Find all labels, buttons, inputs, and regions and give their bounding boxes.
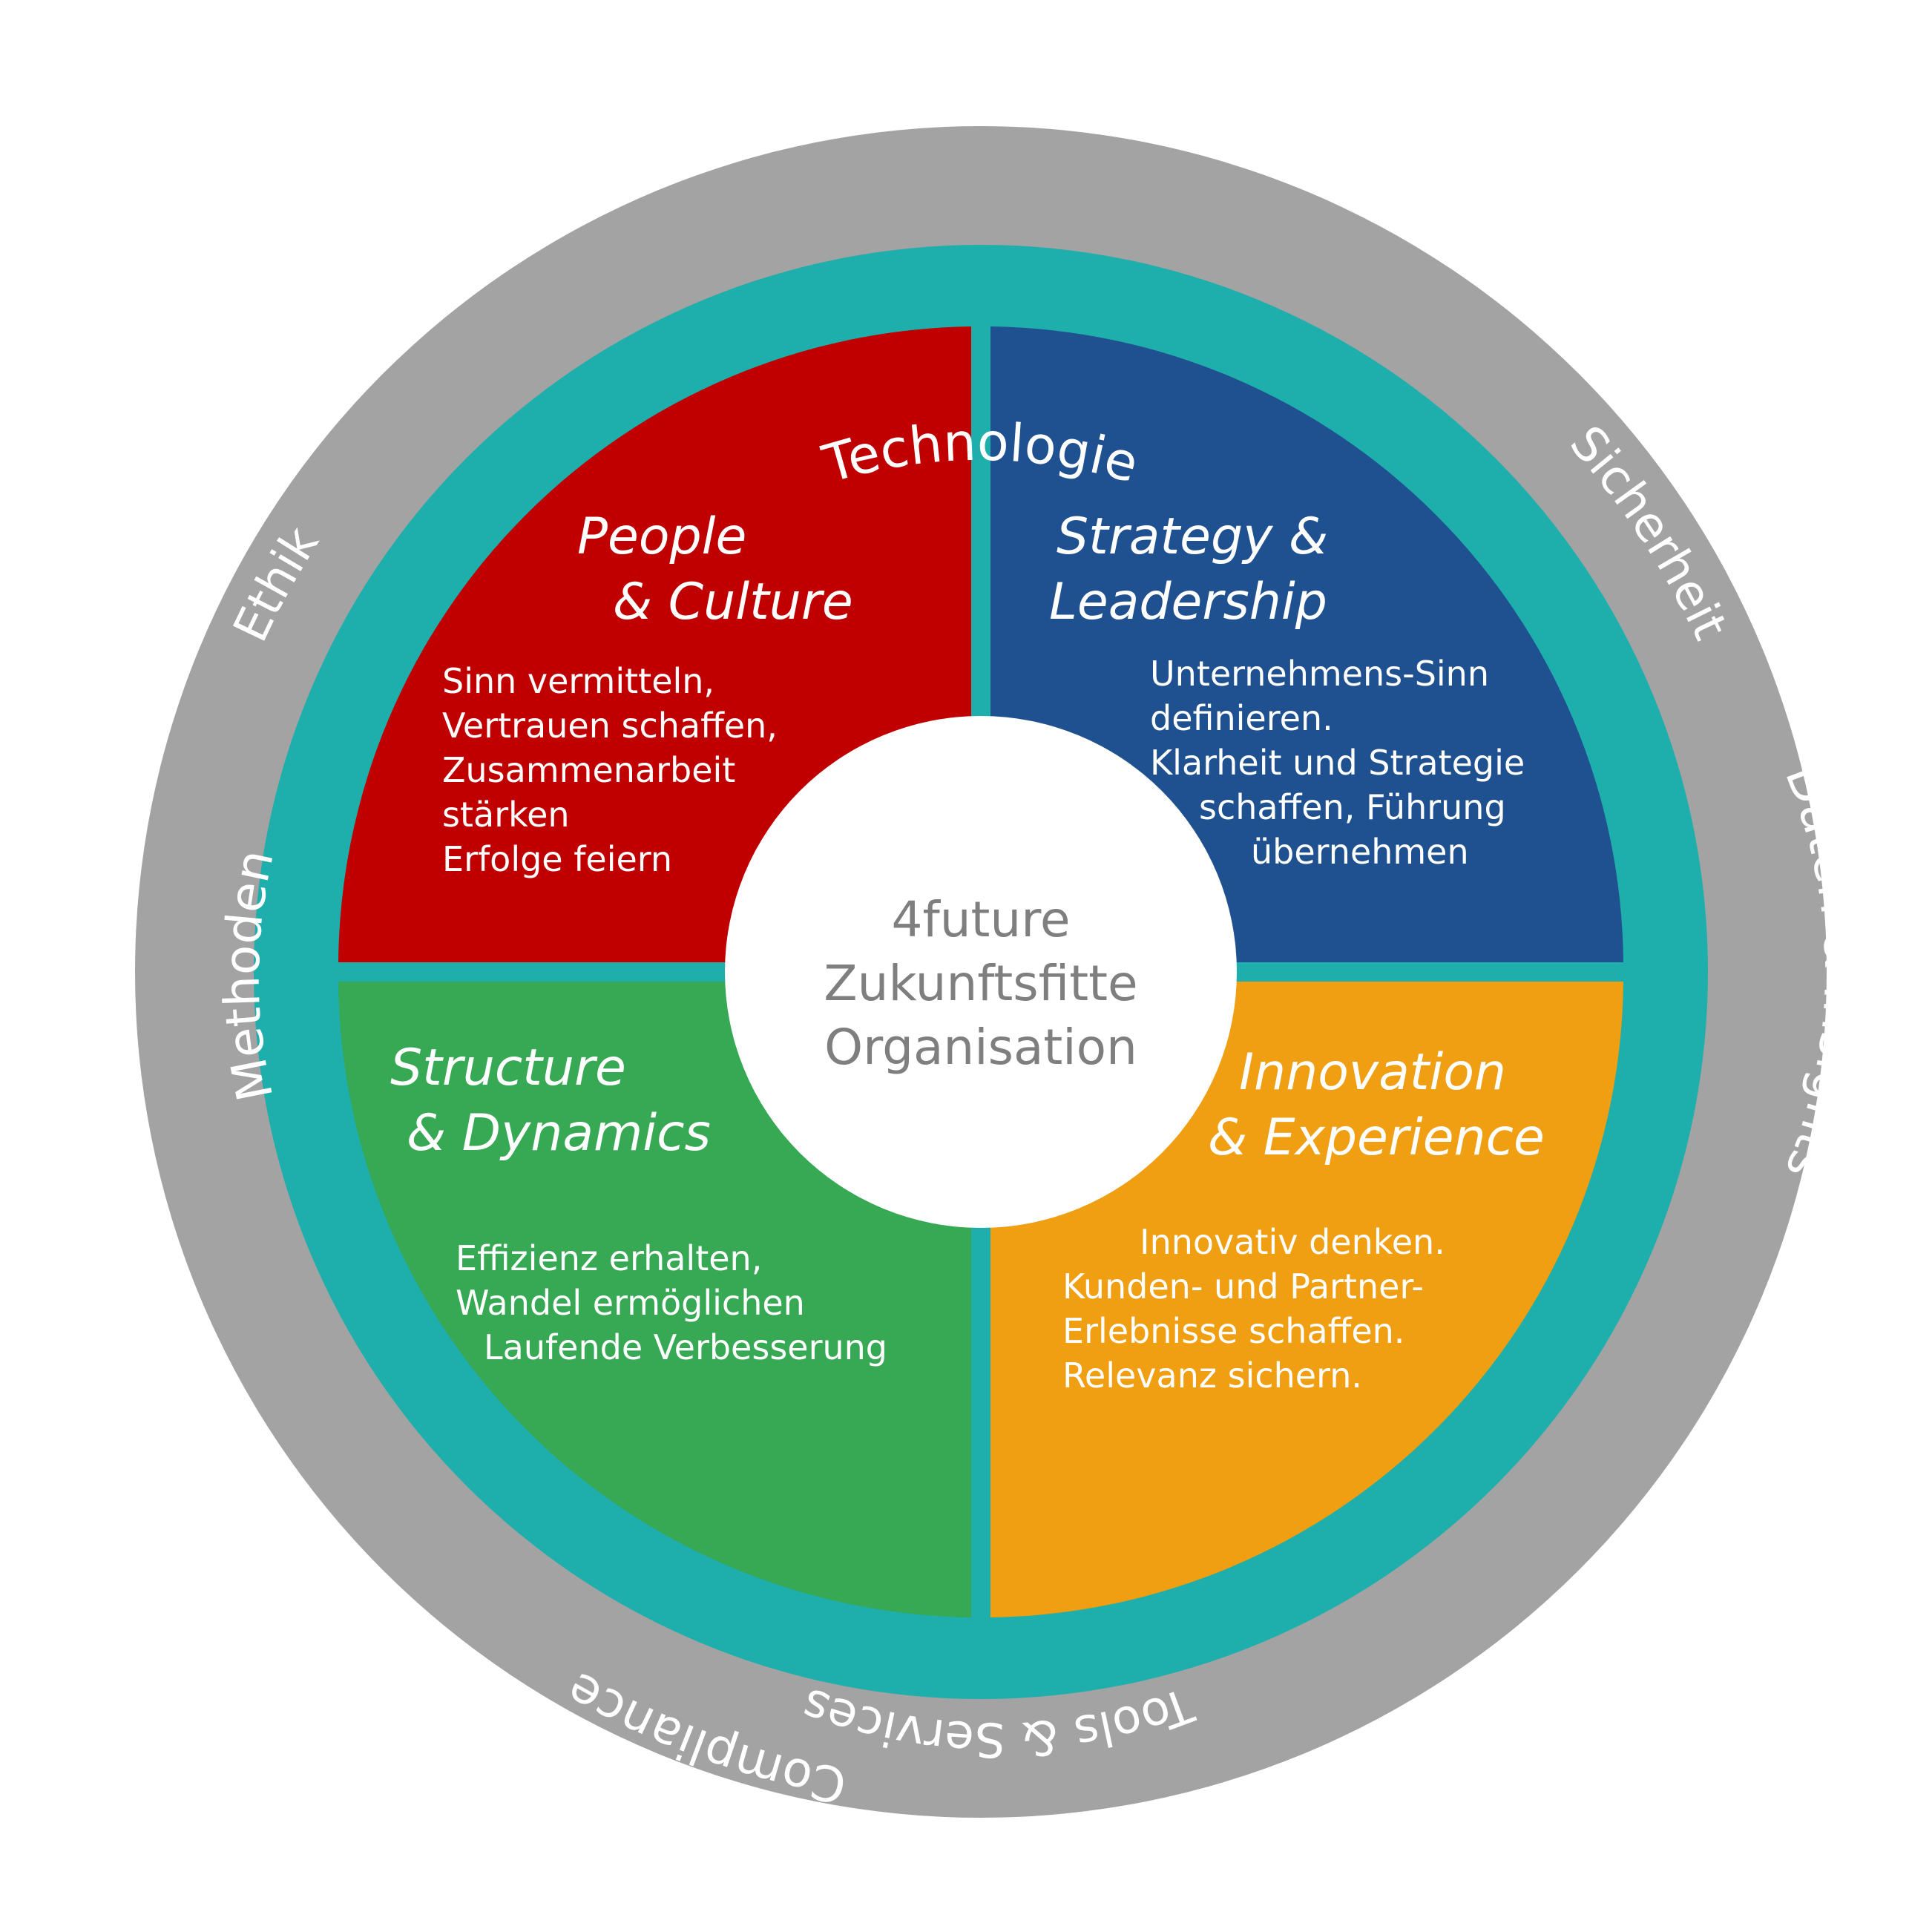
innovation-body-line: Relevanz sichern. [1062, 1356, 1362, 1396]
people-title-line2: & Culture [613, 573, 853, 631]
strategy-body-line: Unternehmens-Sinn [1150, 654, 1489, 694]
people-body-line: Vertrauen schaffen, [442, 706, 778, 746]
structure-body-line: Wandel ermöglichen [456, 1283, 805, 1323]
strategy-body-line: definieren. [1150, 698, 1333, 738]
strategy-title-line1: Strategy & [1057, 507, 1328, 566]
structure-body-line: Effizienz erhalten, [456, 1238, 762, 1278]
structure-title-line2: & Dynamics [407, 1104, 711, 1163]
innovation-title-line1: Innovation [1239, 1043, 1506, 1102]
center-title-line3: Organisation [824, 1019, 1137, 1076]
center-title-line1: 4future [891, 891, 1070, 948]
people-body-line: stärken [442, 795, 570, 835]
innovation-body-line: Erlebnisse schaffen. [1062, 1311, 1404, 1351]
people-title-line1: People [577, 507, 746, 566]
strategy-body-line: übernehmen [1251, 832, 1469, 872]
strategy-body-line: schaffen, Führung [1199, 787, 1506, 827]
structure-title-line1: Structure [390, 1039, 626, 1097]
people-body-line: Zusammenarbeit [442, 750, 735, 790]
strategy-body-line: Klarheit und Strategie [1150, 743, 1525, 783]
innovation-title-line2: & Experience [1208, 1108, 1545, 1167]
strategy-title-line2: Leadership [1049, 573, 1327, 631]
structure-body-line: Laufende Verbesserung [484, 1327, 887, 1367]
center-title-line2: Zukunftsfitte [824, 955, 1137, 1012]
people-body-line: Erfolge feiern [442, 839, 672, 879]
people-body-line: Sinn vermitteln, [442, 661, 714, 701]
innovation-body-line: Innovativ denken. [1140, 1222, 1445, 1262]
center-disc [725, 716, 1237, 1228]
innovation-body-line: Kunden- und Partner- [1062, 1266, 1424, 1307]
